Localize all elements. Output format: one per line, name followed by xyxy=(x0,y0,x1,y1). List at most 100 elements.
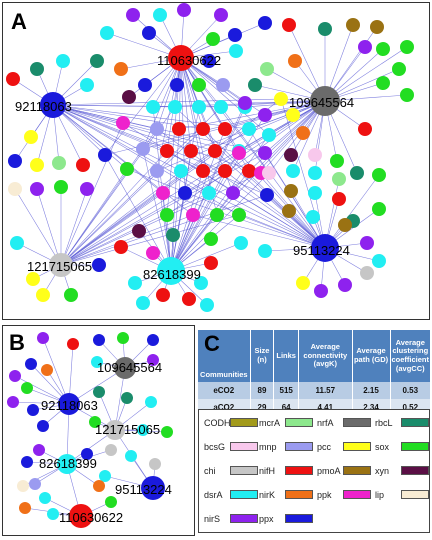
panel-a-letter: A xyxy=(11,9,27,34)
gene-node xyxy=(128,276,142,290)
network-edge xyxy=(106,32,182,59)
gene-node xyxy=(234,236,248,250)
gene-node xyxy=(284,148,298,162)
legend-item: pcc xyxy=(317,440,371,454)
hub-node xyxy=(311,234,339,262)
network-edge xyxy=(60,122,124,266)
hub-label: 95113224 xyxy=(293,243,350,258)
gene-node xyxy=(196,164,210,178)
gene-node xyxy=(242,122,256,136)
gene-node xyxy=(346,18,360,32)
gene-node xyxy=(274,92,288,106)
gene-node xyxy=(238,96,252,110)
gene-node xyxy=(288,54,302,68)
gene-node xyxy=(400,40,414,54)
hub-node xyxy=(58,393,80,415)
gene-node xyxy=(168,100,182,114)
hub-node xyxy=(105,420,125,440)
gene-node xyxy=(153,8,167,22)
gene-node xyxy=(308,148,322,162)
hub-label: 82618399 xyxy=(39,456,97,471)
gene-node xyxy=(160,144,174,158)
gene-node xyxy=(192,100,206,114)
gene-node xyxy=(156,288,170,302)
legend-swatch xyxy=(401,418,429,427)
gene-node xyxy=(21,382,33,394)
gene-node xyxy=(9,370,21,382)
legend-item: ppx xyxy=(259,512,313,526)
gene-node xyxy=(204,256,218,270)
network-edge xyxy=(60,128,204,266)
gene-node xyxy=(105,444,117,456)
legend-swatch xyxy=(285,514,313,523)
network-edge xyxy=(224,170,326,249)
network-edge xyxy=(104,57,182,156)
gene-node xyxy=(202,186,216,200)
gene-node xyxy=(192,78,206,92)
legend-item: nirS xyxy=(204,512,258,526)
gene-node xyxy=(114,240,128,254)
hub-label: 121715065 xyxy=(95,422,160,437)
network-edge xyxy=(42,337,70,405)
gene-node xyxy=(358,122,372,136)
legend-item: mcrA xyxy=(259,416,313,430)
gene-node xyxy=(99,470,111,482)
legend-swatch xyxy=(401,490,429,499)
network-edge xyxy=(52,104,226,172)
gene-node xyxy=(8,154,22,168)
legend-item: mnp xyxy=(259,440,313,454)
gene-node xyxy=(400,88,414,102)
hub-node xyxy=(157,257,185,285)
gene-node xyxy=(214,8,228,22)
gene-node xyxy=(214,100,228,114)
gene-node xyxy=(117,332,129,344)
legend-swatch xyxy=(401,466,429,475)
gene-node xyxy=(80,182,94,196)
gene-node xyxy=(30,158,44,172)
network-edge xyxy=(52,104,168,152)
gene-node xyxy=(36,288,50,302)
gene-node xyxy=(210,208,224,222)
gene-node xyxy=(372,254,386,268)
gene-node xyxy=(350,166,364,180)
network-edge xyxy=(260,100,326,174)
gene-node xyxy=(260,62,274,76)
table-cell: 515 xyxy=(273,382,299,399)
header-size: Size (n) xyxy=(250,330,275,382)
hub-node xyxy=(310,86,340,116)
legend-label: CODH xyxy=(204,418,231,428)
legend-item: ppk xyxy=(317,488,371,502)
gene-node xyxy=(184,144,198,158)
legend-swatch xyxy=(230,514,258,523)
gene-node xyxy=(332,192,346,206)
legend-swatch xyxy=(230,466,258,475)
legend-label: sox xyxy=(375,442,390,452)
gene-node xyxy=(33,444,45,456)
legend-item: xyn xyxy=(375,464,429,478)
gene-node xyxy=(76,158,90,172)
gene-node xyxy=(296,276,310,290)
network-edge xyxy=(14,188,62,266)
gene-node xyxy=(27,404,39,416)
network-edge xyxy=(280,98,326,249)
gene-node xyxy=(24,130,38,144)
network-edge xyxy=(60,192,164,266)
legend-swatch xyxy=(343,466,371,475)
legend-label: nirK xyxy=(259,490,276,500)
gene-node xyxy=(156,186,170,200)
gene-node xyxy=(262,166,276,180)
gene-node xyxy=(286,164,300,178)
gene-node xyxy=(100,26,114,40)
hub-node xyxy=(168,45,194,71)
gene-node xyxy=(330,154,344,168)
hub-node xyxy=(69,504,93,528)
gene-node xyxy=(93,386,105,398)
legend-swatch xyxy=(285,490,313,499)
table-cell: 11.57 xyxy=(298,382,353,399)
legend-item: nrfA xyxy=(317,416,371,430)
gene-node xyxy=(122,90,136,104)
network-edge xyxy=(52,104,210,194)
gene-node xyxy=(338,218,352,232)
gene-node xyxy=(126,8,140,22)
network-edge xyxy=(52,104,182,172)
